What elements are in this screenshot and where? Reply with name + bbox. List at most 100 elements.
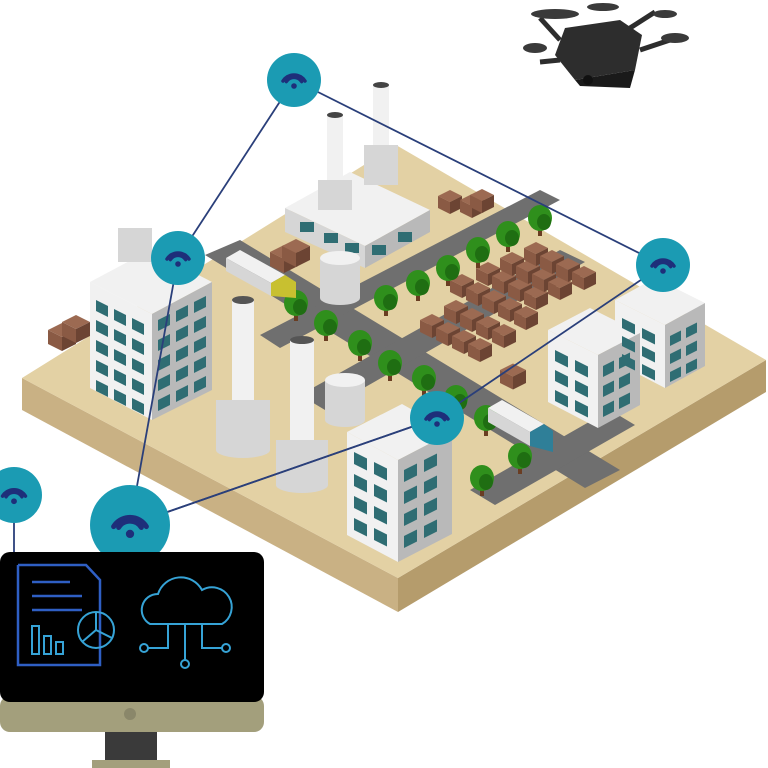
truck-trailer-side [226,258,271,296]
chimney-base [318,180,352,210]
crate-left [476,268,488,286]
factory-back [285,82,430,268]
crate-left [460,314,472,332]
wifi-node-circle [267,53,321,107]
building-window [686,358,697,374]
wifi-dot [175,261,181,267]
building-window [575,400,588,418]
factory-window [398,232,412,242]
computer-monitor [0,552,264,768]
building-window [158,374,170,391]
bar-chart-icon [31,625,64,655]
pie-chart-icon [77,611,115,649]
building-window [114,329,126,346]
building-window [132,398,144,415]
truck-trailer [488,400,544,432]
chimney [327,115,343,195]
crate-left [532,274,544,292]
wifi-arc-mid [168,253,188,262]
wifi-icon-right [636,238,690,292]
power-towers [216,296,328,493]
building-window [96,320,108,337]
wifi-arc-outer [424,411,450,421]
crate-right [513,370,526,390]
building-window [642,328,655,345]
building-window [642,364,655,381]
building-window [555,390,568,408]
truck-upper [226,250,296,298]
building-window [622,318,635,335]
building-window [114,369,126,386]
crate-left [492,330,504,348]
building-window [575,380,588,398]
building-window [670,366,681,382]
wifi-arc-mid [4,490,24,499]
crate-left [524,248,536,266]
building-window [603,400,614,417]
wifi-dot [434,421,440,427]
bar [55,641,64,655]
tree-shade [421,374,435,390]
building-roof-unit [118,228,152,262]
tower-top [290,336,314,344]
office-front-windows [354,452,437,548]
building-window [158,334,170,351]
cloud-network-icon [139,576,233,669]
silo-top [325,373,365,387]
wifi-arc-mid [284,75,304,84]
wifi-arc-mid [116,518,144,530]
wifi-dot [11,498,17,505]
drone-arm [538,16,562,42]
tree-shade [475,246,489,262]
crate-left [540,256,552,274]
building-window [194,316,206,333]
wifi-arc-outer [650,258,676,268]
building-window [619,352,630,369]
building-window [555,350,568,368]
monitor-foot [92,760,170,768]
building-window [374,528,387,547]
building-window [424,497,437,516]
drone-camera [583,75,593,85]
crate-left [420,320,432,338]
wifi-icon-monitor [90,485,170,565]
building-window [622,336,635,353]
network-link [177,79,295,259]
tree-shade [323,319,337,335]
building-window [642,346,655,363]
building-window [96,300,108,317]
crate-right [482,195,494,213]
road-upper [260,190,560,348]
chimney-base [364,145,398,185]
building-window [354,474,367,493]
building-window [132,378,144,395]
wifi-node-circle [636,238,690,292]
crate-left [572,272,584,290]
building-window [132,338,144,355]
building-window [176,305,188,322]
building-window [194,356,206,373]
building-window [96,340,108,357]
wifi-dot [660,268,666,274]
drone-rotor [587,3,619,11]
crate-right [526,312,538,330]
wifi-node-circle [410,391,464,445]
truck-trailer-side [488,408,530,446]
wifi-icon-left [151,231,205,285]
network-link [293,79,664,266]
monitor-power-button[interactable] [124,708,136,720]
crate-left [482,296,494,314]
tree-shade [415,279,429,295]
tower [290,340,314,450]
building-side [398,432,452,562]
building-window [686,340,697,356]
building-window [96,380,108,397]
cloud-link [148,624,169,649]
silo-top [320,251,360,265]
wifi-arc-outer [281,73,307,83]
building-window [619,392,630,409]
crate-left [500,258,512,276]
wifi-dot [125,529,135,539]
crate-left [492,276,504,294]
